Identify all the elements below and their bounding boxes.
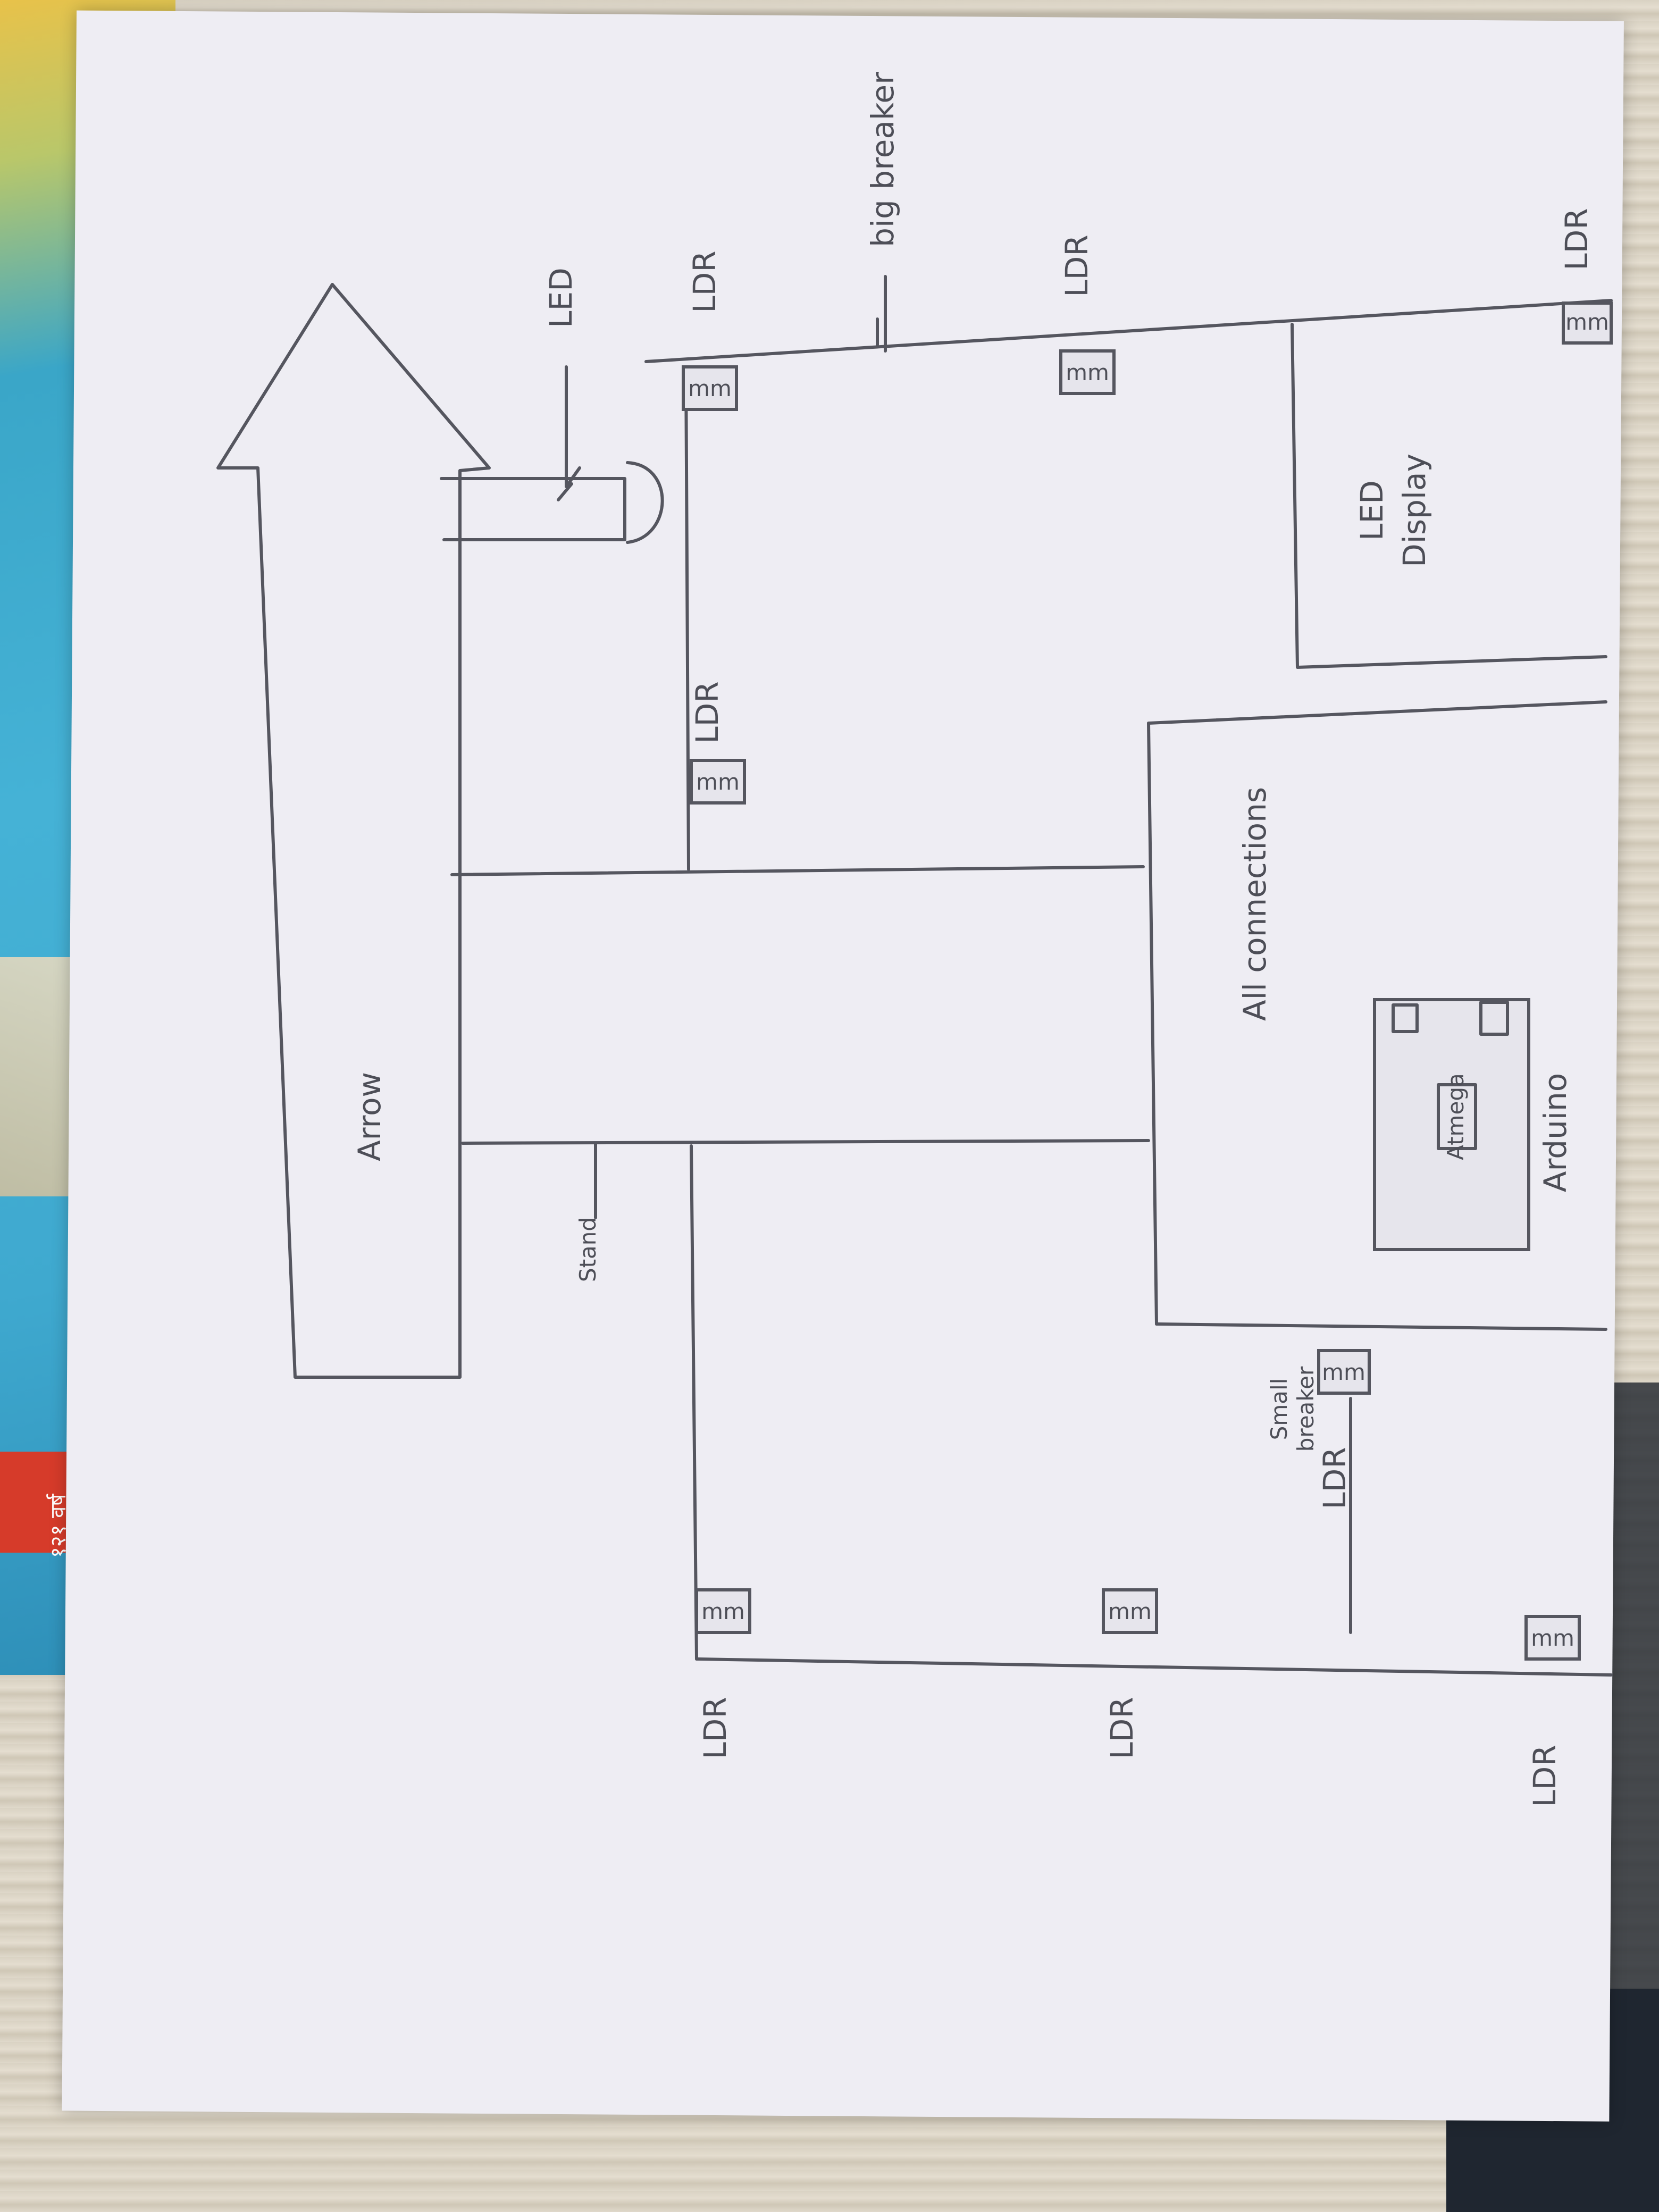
connections-bottom-edge	[1157, 1324, 1606, 1329]
ldr-sensor-4: mm	[1563, 303, 1611, 343]
ldr-label-7: LDR	[1527, 1745, 1563, 1807]
ldr-sensor-3: mm	[691, 760, 744, 803]
svg-text:mm: mm	[1108, 1598, 1152, 1624]
ldr-label-4: LDR	[1559, 208, 1595, 270]
connections-left-edge	[1149, 723, 1157, 1324]
led-bulb	[627, 463, 663, 542]
upper-horizontal	[452, 867, 1143, 875]
big-breaker-label: big breaker	[865, 72, 901, 247]
svg-text:mm: mm	[1066, 359, 1109, 386]
svg-text:mm: mm	[701, 1598, 745, 1624]
arduino-chip-label: Atmega	[1443, 1073, 1469, 1160]
led-display-box	[1292, 324, 1606, 667]
ldr-label-8: LDR	[1317, 1447, 1353, 1509]
svg-text:mm: mm	[1531, 1625, 1574, 1651]
connections-top-edge	[1149, 702, 1606, 723]
svg-text:mm: mm	[688, 375, 732, 401]
lower-vertical	[691, 1146, 697, 1659]
ldr-sensor-2: mm	[1061, 351, 1114, 393]
led-display-label-1: LED	[1354, 480, 1390, 541]
svg-text:mm: mm	[1322, 1359, 1365, 1385]
upper-vertical-left	[686, 367, 689, 869]
arduino-label: Arduino	[1537, 1073, 1573, 1192]
small-breaker-label-2: breaker	[1293, 1366, 1319, 1452]
lower-horizontal	[697, 1659, 1611, 1675]
led-label: LED	[543, 267, 579, 328]
ldr-sensor-8: mm	[1319, 1351, 1369, 1393]
led-display-label-2: Display	[1396, 454, 1432, 567]
ldr-label-2: LDR	[1059, 234, 1095, 297]
ldr-label-6: LDR	[1104, 1697, 1140, 1759]
led-post	[441, 479, 625, 540]
ldr-sensor-5: mm	[697, 1590, 750, 1632]
arrow-shape	[218, 284, 489, 1377]
svg-text:mm: mm	[1565, 309, 1609, 335]
ldr-label-5: LDR	[697, 1697, 733, 1759]
stand-bottom-line	[463, 1141, 1149, 1143]
ldr-label-1: LDR	[686, 250, 723, 313]
svg-text:mm: mm	[696, 769, 740, 795]
arrow-label: Arrow	[351, 1072, 388, 1161]
stand-label: Stand	[575, 1217, 601, 1282]
ldr-label-3: LDR	[689, 681, 725, 743]
all-connections-label: All connections	[1237, 787, 1273, 1021]
ldr-sensor-7: mm	[1526, 1616, 1579, 1659]
ldr-sensor-1: mm	[683, 367, 736, 409]
small-breaker-label-1: Small	[1266, 1378, 1292, 1440]
big-breaker-line	[646, 300, 1611, 362]
ldr-sensor-6: mm	[1103, 1590, 1157, 1632]
